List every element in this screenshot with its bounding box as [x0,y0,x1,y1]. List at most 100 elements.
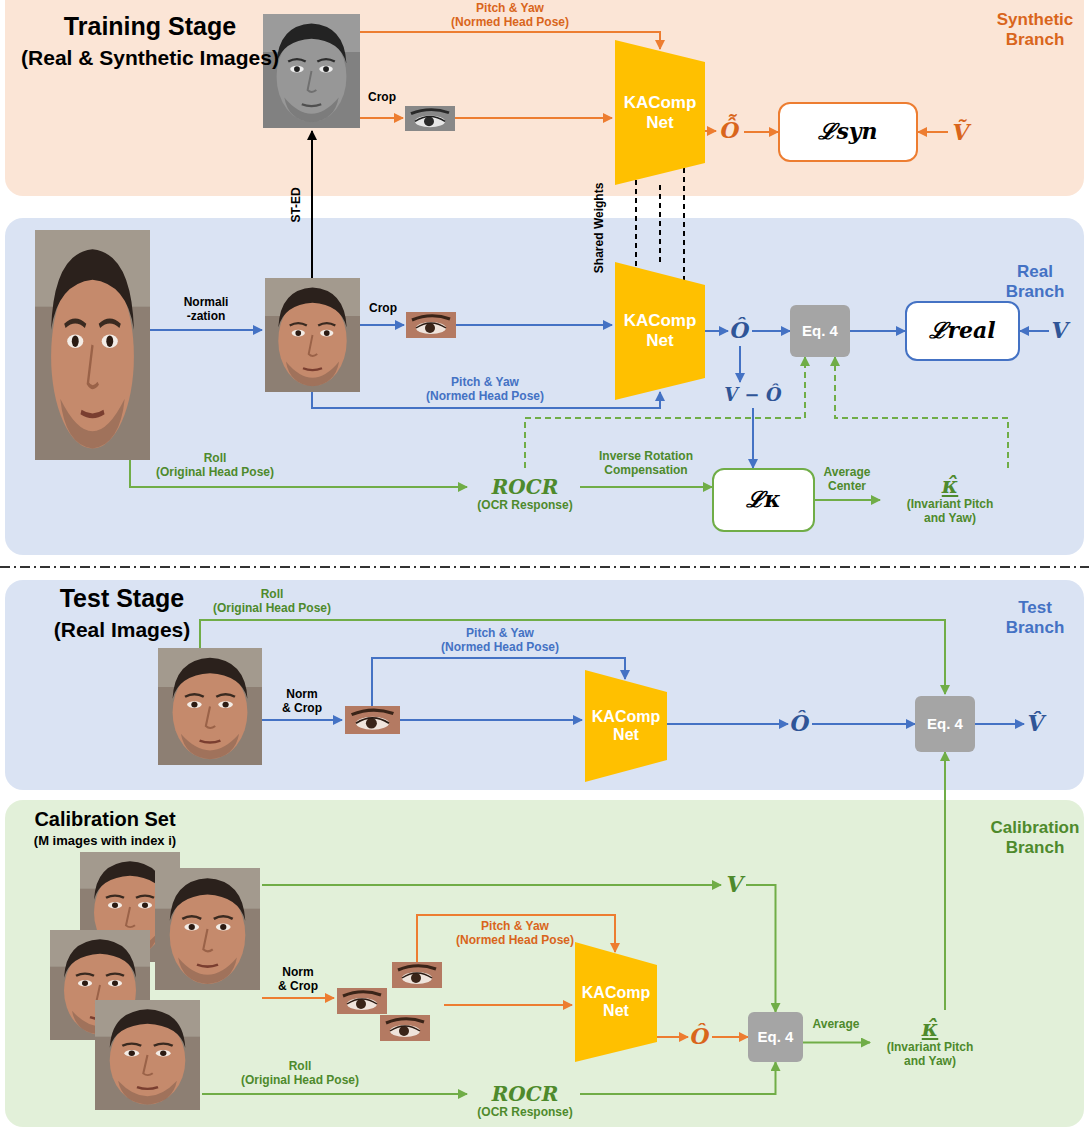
text-line: & Crop [278,980,318,994]
synthetic-eye-crop [405,106,455,131]
eye-crop [406,312,456,338]
text-line: and Yaw) [907,512,994,526]
stage-title: (Real & Synthetic Images) [21,46,279,70]
text-line: Synthetic [997,10,1074,30]
symbol-group: κ̂(Invariant Pitch and Yaw) [880,468,1020,530]
symbol-group: κ̂(Invariant Pitch and Yaw) [870,1010,990,1075]
text-line: Center [824,480,871,494]
training-stage-band: Training Stage (Real & Synthetic Images) S… [5,0,1084,196]
text-line: Pitch & Yaw [426,376,544,390]
text-slot: Calibration Set [34,808,175,831]
text-line: Norm [282,688,322,702]
text-line: (Original Head Pose) [213,602,331,616]
label-slot: Crop [369,302,397,316]
annotation-label: Roll (Original Head Pose) [213,588,331,616]
original-photo [35,230,150,460]
connector [752,408,754,468]
network-block: KAComp Net [615,40,705,185]
loss-box: ℒreal [905,301,1020,361]
label-slot: Shared Weights [593,183,607,273]
text-line: (Invariant Pitch [907,498,994,512]
text-line: (Normed Head Pose) [426,390,544,404]
label-slot: Crop [368,91,396,105]
node-label: KAComp Net [624,93,697,132]
annotation-label: Normali -zation [184,296,229,324]
node-label: κ̂ [942,473,959,498]
input-wire [444,1004,572,1006]
node-label: V − Ô [724,385,781,406]
annotation-label: Crop [369,302,397,316]
annotation-label: Pitch & Yaw (Normed Head Pose) [456,920,574,948]
math-symbol: Ô [688,1022,712,1052]
annotation-label: ST-ED [290,187,304,222]
stage-title: Calibration Set [34,808,175,831]
math-symbol: Ỗ [716,110,744,152]
symbol-caption: (OCR Response) [477,1106,572,1120]
connector [525,357,805,468]
text-line: Test [1006,598,1065,618]
eye-crop [380,1015,430,1041]
connector [746,885,776,1012]
symbol-caption: (Invariant Pitch and Yaw) [887,1041,974,1069]
text-slot: Training Stage [64,12,236,41]
annotation-label: Crop [368,91,396,105]
equation-box: Eq. 4 [915,696,975,752]
calibration-photo [155,868,260,990]
branch-name: Test Branch [1006,598,1065,637]
crop-wire [262,997,334,999]
text-line: Branch [991,838,1080,858]
network-block: KAComp Net [585,670,667,782]
text-line: Roll [156,452,274,466]
roll-wire [130,460,467,487]
text-line: Branch [1006,618,1065,638]
label-slot: Pitch & Yaw (Normed Head Pose) [426,376,544,404]
connector [580,1062,776,1094]
edge-label-slot: Average [813,1018,860,1032]
connector [944,752,946,1010]
synthetic-face [263,14,360,128]
text-line: Net [624,113,697,133]
branch-name: Synthetic Branch [997,10,1074,49]
math-symbol: V̂ [1024,707,1048,741]
stage-title: Training Stage [64,12,236,41]
crop-wire [262,719,342,721]
eye-crop [345,706,400,734]
text-line: KAComp [624,93,697,113]
pose-wire [417,915,615,962]
node-label: Ô [790,711,809,736]
math-symbol: Ṽ [948,116,974,150]
label-slot: Pitch & Yaw (Normed Head Pose) [456,920,574,948]
label-slot: Norm & Crop [282,688,322,716]
text-line: (Invariant Pitch [887,1041,974,1055]
text-line: Real [1006,262,1065,282]
symbol-group: ROCR(OCR Response) [470,1078,580,1124]
text-line: Pitch & Yaw [456,920,574,934]
text-line: (Original Head Pose) [241,1074,359,1088]
text-slot: Synthetic Branch [997,10,1074,49]
equation-box: Eq. 4 [748,1012,803,1062]
connector [712,1036,748,1038]
symbol-group: ROCR(OCR Response) [470,468,580,520]
text-line: & Crop [282,702,322,716]
connector [744,131,778,133]
text-slot: (Real & Synthetic Images) [21,46,279,70]
node-label: KAComp Net [582,984,650,1021]
label-slot: Roll (Original Head Pose) [156,452,274,480]
annotation-label: Norm & Crop [282,688,322,716]
text-line: KAComp [592,708,660,726]
node-label: Ô [730,318,749,343]
text-line: Norm [278,966,318,980]
text-line: Pitch & Yaw [451,2,569,16]
text-line: Compensation [599,464,693,478]
node-label: Eq. 4 [758,1028,794,1045]
trapezoid-fill [615,262,705,400]
calibration-photo [95,1000,200,1110]
text-line: (Normed Head Pose) [451,16,569,30]
trapezoid-fill [615,40,705,185]
node-label: ROCR [492,476,559,499]
label-slot: Norm & Crop [278,966,318,994]
branch-name: Calibration Branch [991,818,1080,857]
annotation-label: Roll (Original Head Pose) [156,452,274,480]
connector [705,330,728,332]
